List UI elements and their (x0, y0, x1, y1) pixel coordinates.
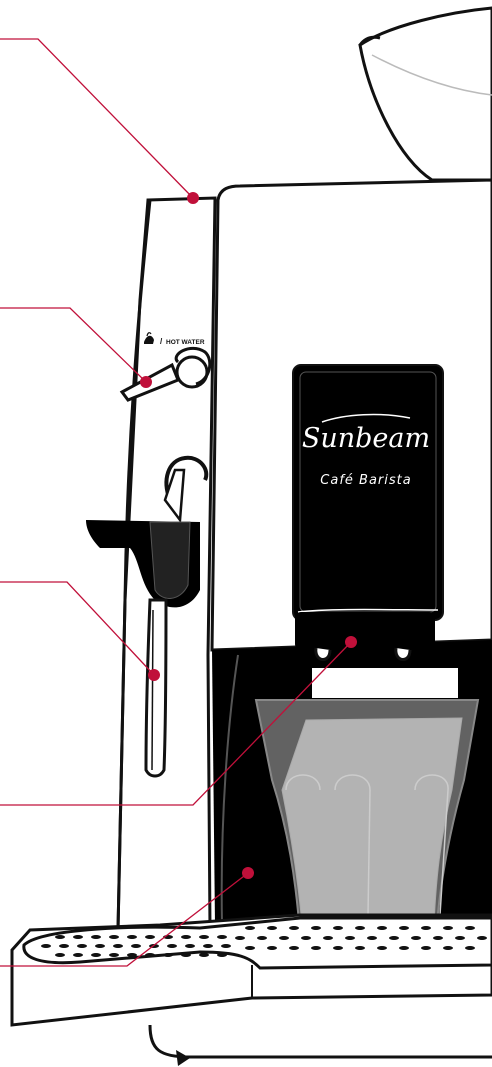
tray-hole (245, 926, 255, 930)
tray-hole (455, 936, 465, 940)
tray-hole (113, 944, 123, 948)
tray-hole (73, 935, 83, 939)
tray-hole (199, 935, 209, 939)
hot-water-label: HOT WATER (166, 339, 205, 346)
tray-hole (163, 953, 173, 957)
tray-hole (289, 926, 299, 930)
tray-hole (411, 936, 421, 940)
tray-hole (127, 935, 137, 939)
tray-hole (55, 935, 65, 939)
tray-hole (181, 953, 191, 957)
tray-hole (377, 946, 387, 950)
tray-hole (333, 946, 343, 950)
callout-dot-2 (140, 376, 152, 388)
tray-hole (203, 944, 213, 948)
tray-hole (199, 953, 209, 957)
tray-hole (433, 936, 443, 940)
tray-hole (181, 935, 191, 939)
tray-hole (217, 953, 227, 957)
tray-hole (217, 935, 227, 939)
tray-hole (465, 926, 475, 930)
tray-hole (377, 926, 387, 930)
callout-dot-1 (187, 192, 199, 204)
tray-hole (443, 926, 453, 930)
tray-hole (311, 946, 321, 950)
tray-hole (399, 926, 409, 930)
tray-hole (443, 946, 453, 950)
callout-dot-4 (345, 636, 357, 648)
tray-hole (109, 953, 119, 957)
tray-hole (267, 946, 277, 950)
tray-hole (311, 926, 321, 930)
leader-line-1 (0, 39, 193, 198)
tray-hole (73, 953, 83, 957)
tray-hole (389, 936, 399, 940)
tray-hole (367, 936, 377, 940)
tray-hole (95, 944, 105, 948)
tray-hole (465, 946, 475, 950)
tray-hole (399, 946, 409, 950)
tray-hole (145, 935, 155, 939)
tray-hole (77, 944, 87, 948)
brand-display-panel: Sunbeam Café Barista (293, 365, 443, 620)
tray-hole (91, 953, 101, 957)
model-name: Café Barista (320, 473, 411, 488)
tray-hole (333, 926, 343, 930)
leader-line-2 (0, 308, 146, 382)
tray-hole (289, 946, 299, 950)
tray-hole (245, 946, 255, 950)
brand-name: Sunbeam (302, 423, 430, 454)
callout-dot-3 (148, 669, 160, 681)
tray-hole (235, 936, 245, 940)
tray-hole (421, 946, 431, 950)
tray-hole (185, 944, 195, 948)
bean-hopper (360, 8, 492, 180)
tray-hole (257, 936, 267, 940)
tray-hole (145, 953, 155, 957)
tray-hole (355, 946, 365, 950)
tray-hole (477, 936, 487, 940)
tray-hole (127, 953, 137, 957)
callout-dot-5 (242, 867, 254, 879)
tray-hole (41, 944, 51, 948)
tray-hole (421, 926, 431, 930)
tray-hole (109, 935, 119, 939)
tray-hole (301, 936, 311, 940)
tray-hole (345, 936, 355, 940)
tray-hole (221, 944, 231, 948)
tray-hole (59, 944, 69, 948)
tray-hole (91, 935, 101, 939)
tray-hole (323, 936, 333, 940)
tray-hole (279, 936, 289, 940)
tray-hole (267, 926, 277, 930)
tray-hole (167, 944, 177, 948)
tray-hole (131, 944, 141, 948)
tray-hole (55, 953, 65, 957)
tray-hole (355, 926, 365, 930)
